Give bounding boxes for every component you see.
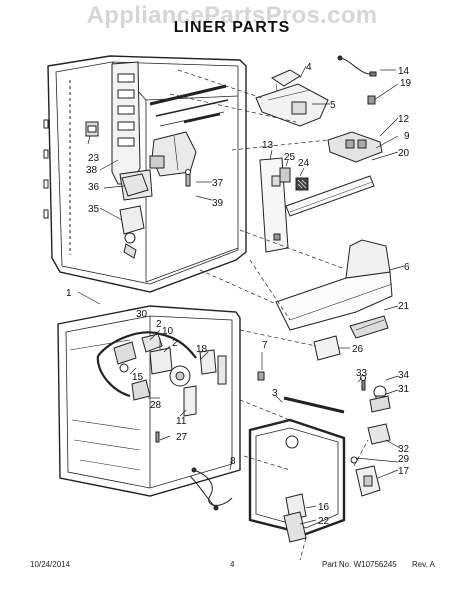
callout-13: 13 [262, 140, 274, 151]
callout-21: 21 [398, 301, 410, 312]
callout-6: 6 [404, 262, 410, 273]
part-20-cover [285, 175, 375, 217]
callout-labels: 1 2 2 3 4 5 6 7 8 9 10 11 12 13 14 15 16… [66, 62, 412, 527]
part-33-screw [360, 375, 366, 391]
leader-lines [77, 65, 405, 525]
part-24-grille [295, 177, 309, 191]
callout-35: 35 [88, 204, 100, 215]
callout-32: 32 [398, 444, 410, 455]
callout-19: 19 [400, 78, 412, 89]
callout-8: 8 [230, 456, 236, 467]
callout-24: 24 [298, 158, 310, 169]
part-3-door-frame [248, 396, 346, 536]
callout-10: 10 [162, 326, 174, 337]
part-18-bracket [199, 349, 227, 385]
page-title: LINER PARTS [173, 19, 291, 36]
part-14-wire [337, 55, 377, 77]
callout-3: 3 [272, 388, 278, 399]
callout-7: 7 [262, 340, 268, 351]
part-32-housing [367, 423, 391, 445]
footer-page-number: 4 [230, 560, 235, 569]
part-36-bracket [121, 173, 149, 197]
callout-30: 30 [136, 309, 148, 320]
callout-37: 37 [212, 178, 224, 189]
part-7-clip [257, 371, 265, 381]
part-19-clip [367, 95, 376, 105]
part-39-screw [185, 169, 191, 187]
evaporator-parts [113, 333, 191, 401]
footer-date: 10/24/2014 [30, 560, 71, 569]
callout-22: 22 [318, 516, 330, 527]
callout-20: 20 [398, 148, 410, 159]
callout-38: 38 [86, 165, 98, 176]
callout-18: 18 [196, 344, 208, 355]
part-1-tube [96, 331, 197, 398]
part-16-bin [285, 493, 307, 521]
part-31-socket [369, 395, 391, 413]
callout-15: 15 [132, 372, 144, 383]
part-8-harness [189, 467, 233, 511]
upper-liner [43, 55, 247, 293]
callout-4: 4 [306, 62, 312, 73]
part-23-socket [85, 121, 99, 137]
callout-16: 16 [318, 502, 330, 513]
callout-29: 29 [398, 454, 410, 465]
callout-39: 39 [212, 198, 224, 209]
part-35-connector [119, 205, 145, 259]
footer-part-number: Part No. W10756245 [322, 560, 397, 569]
part-25-switch [279, 167, 291, 183]
part-29-button [350, 456, 358, 464]
assembly-lines [169, 69, 369, 561]
part-21-lens [349, 315, 389, 339]
callout-26: 26 [352, 344, 364, 355]
part-6-drawer [275, 239, 393, 331]
watermark: AppliancePartsPros.com [86, 2, 378, 29]
freezer-liner [57, 305, 241, 497]
callout-12: 12 [398, 114, 410, 125]
callout-9: 9 [404, 131, 410, 142]
callout-31: 31 [398, 384, 410, 395]
footer-revision: Rev. A [412, 560, 435, 569]
part-27-screw [155, 431, 160, 443]
callout-2b: 2 [172, 338, 178, 349]
callout-28: 28 [150, 400, 162, 411]
part-12-control [327, 131, 383, 163]
callout-2a: 2 [156, 319, 162, 330]
part-26-cover [313, 335, 341, 361]
callout-23: 23 [88, 153, 100, 164]
callout-1: 1 [66, 288, 72, 299]
part-17-dispenser [355, 465, 381, 497]
callout-34: 34 [398, 370, 410, 381]
callout-27: 27 [176, 432, 188, 443]
callout-36: 36 [88, 182, 100, 193]
part-11-duct [183, 385, 197, 417]
shelf-rails [149, 84, 229, 127]
callout-17: 17 [398, 466, 410, 477]
part-5-housing [255, 83, 329, 127]
callout-33: 33 [356, 368, 368, 379]
callout-25: 25 [284, 152, 296, 163]
callout-14: 14 [398, 66, 410, 77]
callout-5: 5 [330, 100, 336, 111]
callout-11: 11 [176, 416, 187, 427]
